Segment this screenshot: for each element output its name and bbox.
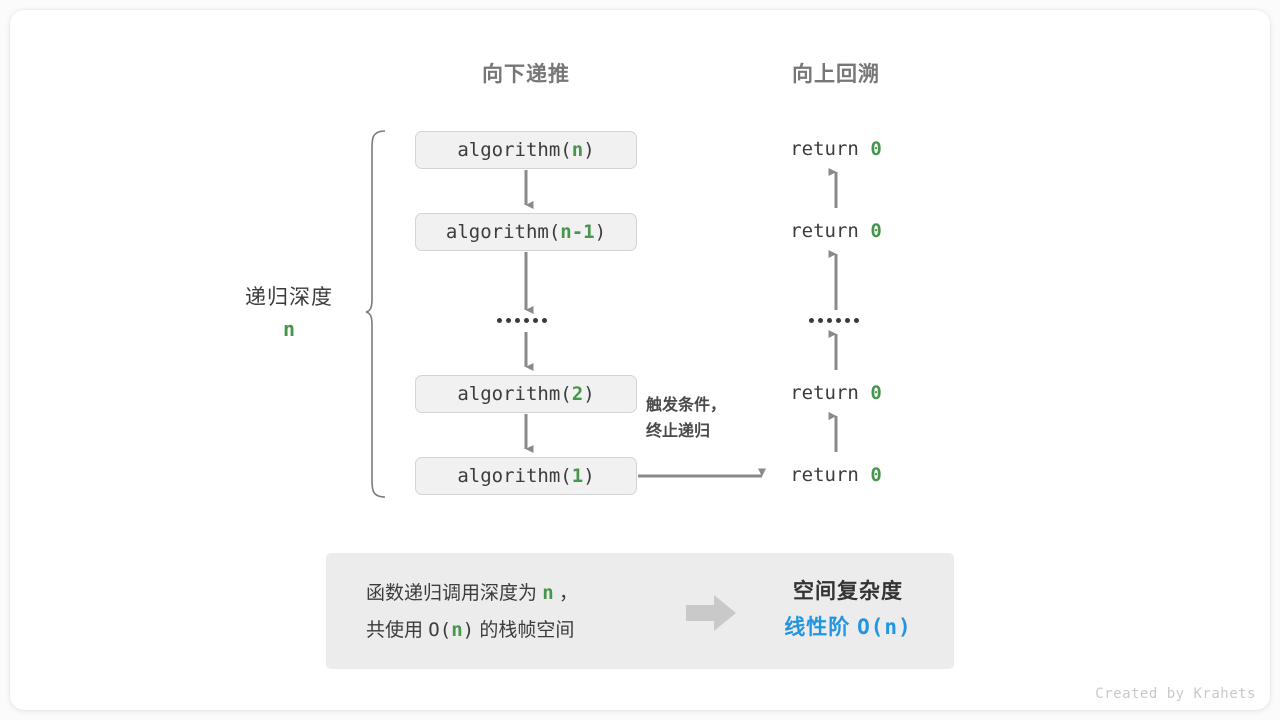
termination-condition-line1: 触发条件， xyxy=(646,397,727,414)
complexity-name: 线性阶 xyxy=(784,616,851,639)
return-keyword: return xyxy=(790,382,859,404)
summary-left-text: 函数递归调用深度为 n ， 共使用 O(n) 的栈帧空间 xyxy=(366,575,578,649)
column-header-backtrack: 向上回溯 xyxy=(792,63,880,86)
credit-text: Created by Krahets xyxy=(1095,686,1256,702)
summary-line1-n: n xyxy=(542,582,554,604)
call-box-2[interactable]: algorithm(2) xyxy=(415,375,637,413)
ellipsis-dot xyxy=(506,318,511,323)
ellipsis-dot xyxy=(542,318,547,323)
call-box-suffix: ) xyxy=(583,139,595,161)
ellipsis-dot xyxy=(515,318,520,323)
recursion-depth-text: 递归深度 xyxy=(245,286,333,309)
column-header-recurse: 向下递推 xyxy=(482,63,570,86)
return-value: 0 xyxy=(870,382,882,404)
summary-line2-o: O( xyxy=(428,619,452,641)
ellipsis-dot xyxy=(818,318,823,323)
ellipsis-dot xyxy=(524,318,529,323)
call-box-n-minus-1[interactable]: algorithm(n-1) xyxy=(415,213,637,251)
return-value: 0 xyxy=(870,464,882,486)
ellipsis-dot xyxy=(845,318,850,323)
call-box-suffix: ) xyxy=(583,465,595,487)
call-box-arg: n-1 xyxy=(560,221,595,243)
recursion-depth-value: n xyxy=(282,317,296,341)
summary-line1-a: 函数递归调用深度为 xyxy=(366,583,538,604)
summary-line1-b: ， xyxy=(559,583,579,604)
return-value: 0 xyxy=(870,138,882,160)
ellipsis-dot xyxy=(497,318,502,323)
return-keyword: return xyxy=(790,220,859,242)
call-box-suffix: ) xyxy=(583,383,595,405)
summary-line2-b: 的栈帧空间 xyxy=(479,620,575,641)
termination-condition-label: 触发条件， 终止递归 xyxy=(646,393,726,445)
call-box-suffix: ) xyxy=(594,221,607,243)
call-box-prefix: algorithm( xyxy=(445,221,561,243)
termination-condition-line2: 终止递归 xyxy=(646,423,711,440)
ellipsis-right xyxy=(809,318,859,323)
space-complexity-value: 线性阶 O(n) xyxy=(758,609,938,646)
return-statement-1: return 0 xyxy=(736,138,936,160)
call-box-n[interactable]: algorithm(n) xyxy=(415,131,637,169)
return-statement-4: return 0 xyxy=(736,464,936,486)
implies-arrow-icon xyxy=(686,595,736,631)
summary-line2-n: n xyxy=(451,619,463,641)
return-keyword: return xyxy=(790,464,859,486)
return-statement-2: return 0 xyxy=(736,220,936,242)
ellipsis-dot xyxy=(854,318,859,323)
summary-line2-a: 共使用 xyxy=(366,620,424,641)
call-box-prefix: algorithm( xyxy=(457,383,572,405)
call-box-1[interactable]: algorithm(1) xyxy=(415,457,637,495)
recursion-depth-label: 递归深度 n xyxy=(225,281,353,341)
call-box-arg: 2 xyxy=(571,383,584,405)
summary-panel: 函数递归调用深度为 n ， 共使用 O(n) 的栈帧空间 空间复杂度 线性阶 O… xyxy=(326,553,954,669)
complexity-notation: O(n) xyxy=(857,615,912,639)
return-value: 0 xyxy=(870,220,882,242)
ellipsis-left xyxy=(497,318,547,323)
ellipsis-dot xyxy=(533,318,538,323)
return-keyword: return xyxy=(790,138,859,160)
summary-line2-c: ) xyxy=(462,619,475,641)
space-complexity-title: 空间复杂度 xyxy=(793,580,903,603)
ellipsis-dot xyxy=(809,318,814,323)
call-box-prefix: algorithm( xyxy=(457,139,572,161)
call-box-arg: n xyxy=(571,139,584,161)
call-box-arg: 1 xyxy=(571,465,584,487)
return-statement-3: return 0 xyxy=(736,382,936,404)
ellipsis-dot xyxy=(827,318,832,323)
summary-right-text: 空间复杂度 线性阶 O(n) xyxy=(758,575,938,646)
call-box-prefix: algorithm( xyxy=(457,465,572,487)
ellipsis-dot xyxy=(836,318,841,323)
